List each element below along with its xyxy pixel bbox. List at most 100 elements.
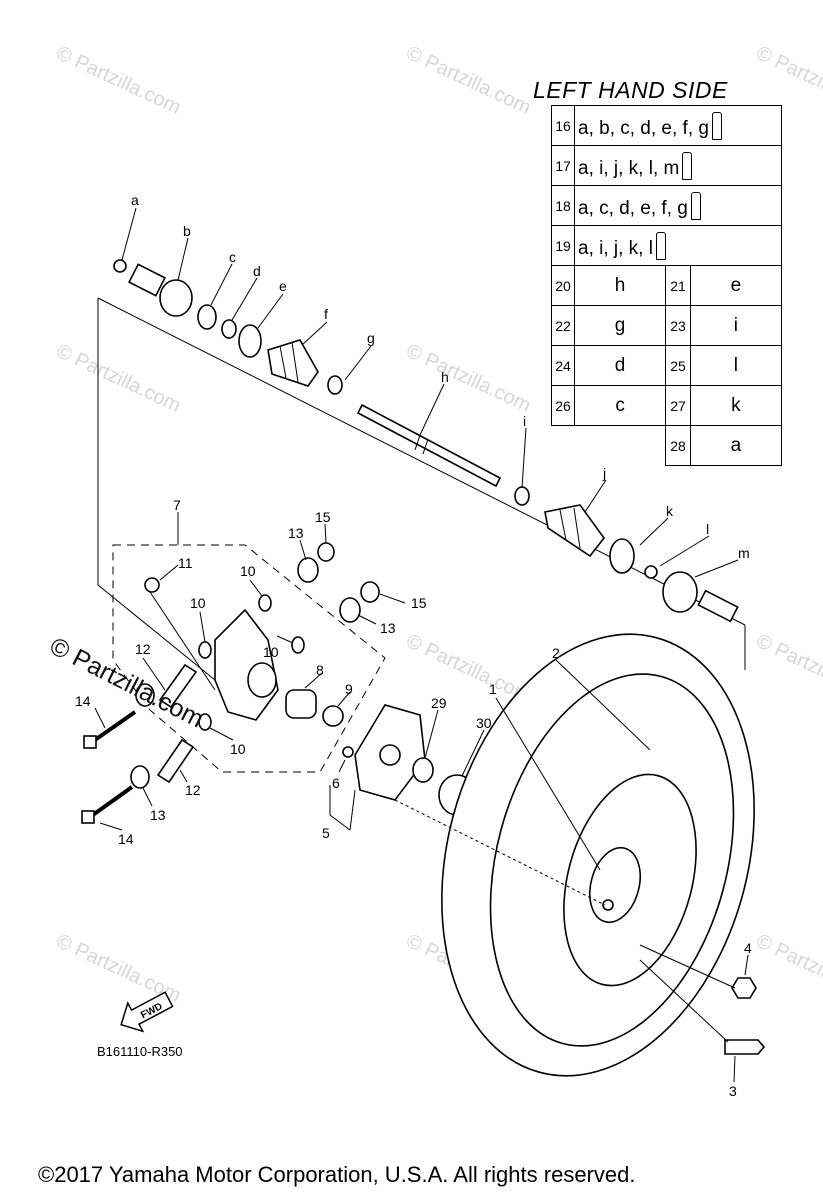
diagram-code: B161110-R350 [97,1044,183,1059]
label-7: 7 [173,497,181,513]
label-j: j [602,465,606,481]
boot-j [544,504,606,558]
label-10: 10 [230,741,246,757]
knuckle [214,608,279,721]
bushing-10c [291,636,305,654]
grease-tube-icon [711,111,722,140]
label-8: 8 [316,662,324,678]
boot-f [267,339,319,387]
grease-tube-icon [655,231,666,260]
label-30: 30 [476,715,492,731]
ref-number: 27 [665,385,691,426]
ref-letter: a [689,425,783,466]
circlip-l [644,565,658,579]
label-12: 12 [135,641,151,657]
ref-letters: a, b, c, d, e, f, g [574,105,782,146]
seal-13d [130,765,150,789]
label-5: 5 [322,825,330,841]
table-title: LEFT HAND SIDE [533,77,728,103]
knuckle-assembly-outline [112,544,386,773]
ref-letter: k [689,385,783,426]
ref-letter: g [573,305,667,346]
seal-13a [297,557,319,583]
label-a: a [131,192,139,208]
ref-letter: h [573,265,667,306]
label-f: f [324,306,328,322]
label-10: 10 [190,595,206,611]
label-14: 14 [118,831,134,847]
ref-number: 28 [665,425,691,466]
ref-letter: c [573,385,667,426]
label-g: g [367,330,375,346]
left-hand-side-table: 16 a, b, c, d, e, f, g 17 a, i, j, k, l,… [551,105,783,466]
collar-12a [158,663,198,709]
ring-c [197,304,217,330]
label-i: i [523,413,526,429]
grease-nipple-11 [144,577,160,593]
collar-12b [156,738,195,784]
ref-number: 17 [551,145,575,186]
label-b: b [183,223,191,239]
shaft-h [356,403,502,488]
ref-letters: a, i, j, k, l, m [574,145,782,186]
table-row: 22 g 23 i [551,305,783,346]
copyright-notice: ©2017 Yamaha Motor Corporation, U.S.A. A… [38,1162,636,1187]
table-row: 26 c 27 k [551,385,783,426]
band-e [238,324,262,358]
table-row: 16 a, b, c, d, e, f, g [551,105,782,146]
grease-tube-icon [682,151,693,180]
ref-number: 22 [551,305,575,346]
nut-29 [412,757,434,783]
ref-number: 26 [551,385,575,426]
label-9: 9 [345,681,353,697]
hub-5 [354,704,426,801]
ring-d [221,319,237,339]
bearing-8 [285,689,317,719]
ref-number: 19 [551,225,575,266]
label-d: d [253,263,261,279]
valve-3 [724,1039,766,1055]
ref-letters: a, i, j, k, l [574,225,782,266]
ref-number: 20 [551,265,575,306]
collar-15a [317,542,335,562]
label-11: 11 [178,555,193,571]
ref-letters: a, c, d, e, f, g [574,185,782,226]
bolt-14a [83,710,137,749]
bolt-6 [342,746,354,758]
band-i [514,486,530,506]
wheel-tire [441,633,755,1077]
table-row: 24 d 25 l [551,345,783,386]
label-29: 29 [431,695,447,711]
band-g [327,375,343,395]
letters-text: a, b, c, d, e, f, g [578,117,709,139]
circlip-a [113,259,127,273]
label-1: 1 [489,681,497,697]
ref-number: 25 [665,345,691,386]
label-6: 6 [332,775,340,791]
ref-number: 16 [551,105,575,146]
label-12: 12 [185,782,201,798]
label-15: 15 [315,509,331,525]
inner-joint-m [662,571,739,623]
label-13: 13 [288,525,304,541]
table-row: 17 a, i, j, k, l, m [551,145,782,186]
label-10: 10 [263,644,279,660]
ref-letter: l [689,345,783,386]
table-row: 19 a, i, j, k, l [551,225,782,266]
ref-letter: d [573,345,667,386]
outer-joint-b [128,263,193,317]
letters-text: a, i, j, k, l, m [578,157,680,179]
ref-number: 18 [551,185,575,226]
bushing-10a [198,641,212,659]
letters-text: a, i, j, k, l [578,237,653,259]
label-2: 2 [552,645,560,661]
label-e: e [279,278,287,294]
ref-number: 23 [665,305,691,346]
label-3: 3 [729,1083,737,1099]
label-14: 14 [75,693,91,709]
grease-tube-icon [690,191,701,220]
ref-letter: i [689,305,783,346]
bushing-10d [198,713,212,731]
table-row: 28 a [552,425,783,466]
